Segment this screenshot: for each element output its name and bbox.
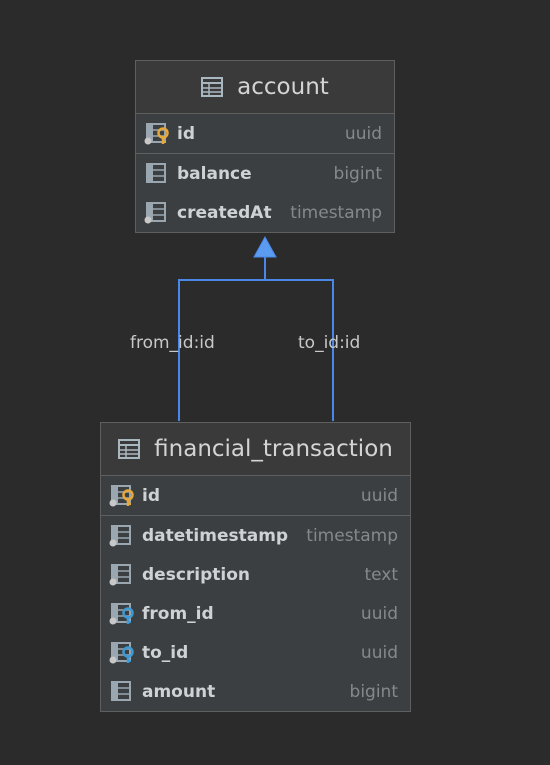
column-type: uuid (360, 485, 398, 506)
column-type: timestamp (290, 202, 382, 223)
entity-title: account (237, 74, 329, 100)
column-icon (109, 680, 135, 703)
entity-header[interactable]: account (136, 61, 394, 114)
column-section: datetimestamp timestamp description text fro… (101, 516, 410, 711)
column-type: bigint (349, 681, 398, 702)
pk-section: id uuid (136, 114, 394, 154)
column-row[interactable]: from_id uuid (101, 594, 410, 633)
column-type: uuid (344, 123, 382, 144)
foreign-key-column-icon (109, 602, 135, 625)
table-icon (118, 439, 141, 459)
nullable-column-icon (144, 201, 170, 224)
nullable-column-icon (109, 563, 135, 586)
column-icon (144, 162, 170, 185)
relation-line-from-id[interactable] (178, 256, 266, 421)
column-row[interactable]: createdAt timestamp (136, 193, 394, 232)
column-type: uuid (360, 603, 398, 624)
column-row[interactable]: id uuid (101, 476, 410, 515)
primary-key-column-icon (144, 122, 170, 145)
relation-arrowhead (253, 235, 277, 258)
column-name: balance (177, 163, 252, 184)
relation-label-to-id: to_id:id (298, 333, 361, 353)
relation-line-to-id[interactable] (265, 279, 334, 421)
entity-financial-transaction[interactable]: financial_transaction id uuid datetimesta… (100, 422, 411, 712)
column-name: description (142, 564, 251, 585)
column-name: amount (142, 681, 216, 702)
foreign-key-column-icon (109, 641, 135, 664)
relation-label-from-id: from_id:id (130, 333, 215, 353)
column-type: bigint (333, 163, 382, 184)
column-row[interactable]: datetimestamp timestamp (101, 516, 410, 555)
entity-title: financial_transaction (154, 436, 393, 462)
entity-account[interactable]: account id uuid balance bigint createdAt tim… (135, 60, 395, 233)
column-row[interactable]: balance bigint (136, 154, 394, 193)
pk-section: id uuid (101, 476, 410, 516)
column-row[interactable]: description text (101, 555, 410, 594)
column-type: timestamp (306, 525, 398, 546)
column-type: text (364, 564, 398, 585)
column-name: from_id (142, 603, 214, 624)
column-name: id (142, 485, 160, 506)
column-name: id (177, 123, 195, 144)
column-name: datetimestamp (142, 525, 289, 546)
column-name: to_id (142, 642, 189, 663)
table-icon (201, 77, 224, 97)
nullable-column-icon (109, 524, 135, 547)
column-row[interactable]: id uuid (136, 114, 394, 153)
column-type: uuid (360, 642, 398, 663)
column-row[interactable]: to_id uuid (101, 633, 410, 672)
column-name: createdAt (177, 202, 272, 223)
primary-key-column-icon (109, 484, 135, 507)
entity-header[interactable]: financial_transaction (101, 423, 410, 476)
column-section: balance bigint createdAt timestamp (136, 154, 394, 232)
column-row[interactable]: amount bigint (101, 672, 410, 711)
